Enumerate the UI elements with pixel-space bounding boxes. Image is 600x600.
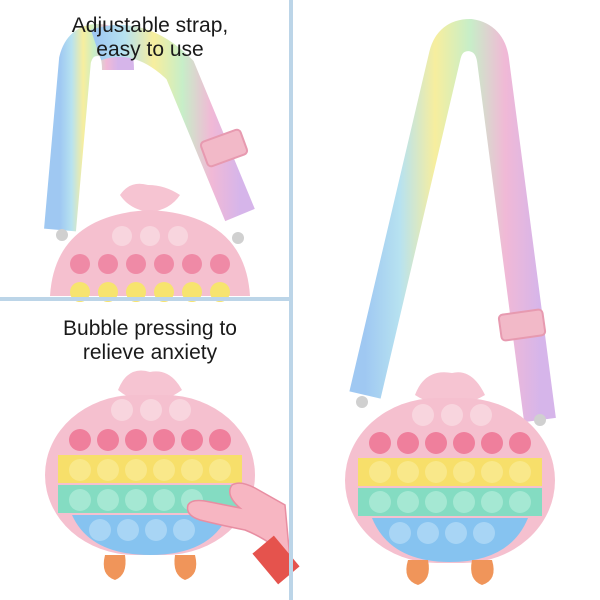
bubble-row-blue (89, 519, 195, 541)
bubble-rows-top (70, 226, 230, 302)
panel-divider-vertical (289, 0, 293, 600)
panel-divider-horizontal (0, 297, 291, 301)
bubble-row-pink (69, 429, 231, 451)
strap-closeup-image (44, 23, 255, 302)
strap-caption-line2: easy to use (96, 38, 204, 61)
bubble-row-yellow (69, 459, 231, 481)
strap-caption: Adjustable strap, easy to use (40, 14, 260, 62)
bubble-caption: Bubble pressing to relieve anxiety (40, 317, 260, 365)
strap-caption-line1: Adjustable strap, (71, 14, 229, 37)
bag-full-view-image (345, 18, 556, 585)
bubble-bag-image (45, 370, 300, 585)
bubble-caption-line2: relieve anxiety (82, 341, 218, 364)
hand-icon (186, 482, 300, 585)
bubble-caption-line1: Bubble pressing to (63, 317, 237, 340)
